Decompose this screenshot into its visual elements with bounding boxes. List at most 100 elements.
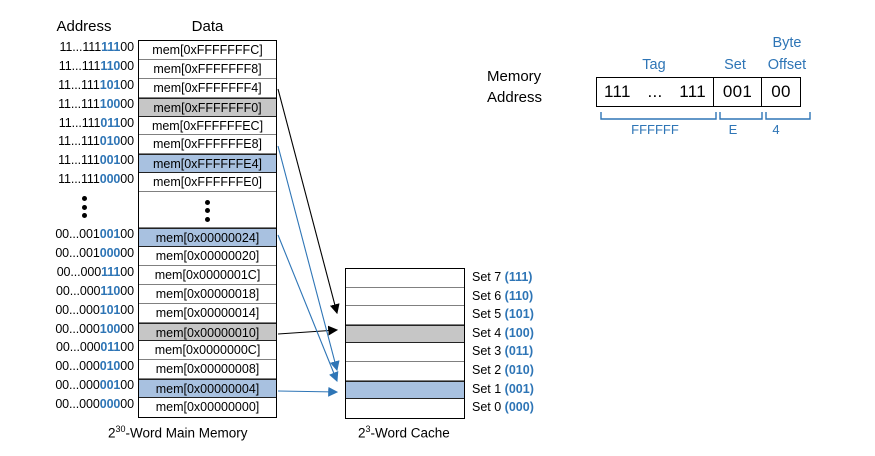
cache-caption: 23-Word Cache: [358, 424, 450, 441]
arrow-00000024-to-set1: [277, 234, 339, 383]
address-offset-bits: 00: [120, 264, 134, 279]
address-label: 11...11110000: [34, 95, 134, 114]
memory-address-bit-box: 111 ... 111 001 00: [596, 77, 801, 107]
address-tag-bits: 00...000: [55, 359, 100, 374]
memory-address-label: Memory Address: [487, 66, 542, 108]
cache-set-row: [346, 269, 464, 288]
address-set-bits: 100: [99, 96, 121, 111]
memory-address-label-line1: Memory: [487, 68, 542, 85]
address-tag-bits: 11...111: [58, 153, 100, 168]
tag-field-header: Tag: [642, 57, 666, 73]
cache-set-label: Set 7 (111): [472, 268, 534, 287]
address-label: 11...11101000: [34, 132, 134, 151]
memory-cell: mem[0xFFFFFFEC]: [139, 116, 276, 136]
memory-address-label-line2: Address: [487, 89, 543, 106]
set-bits-field: 001: [713, 78, 761, 106]
address-offset-bits: 00: [120, 302, 134, 317]
tag-bits-right: 111: [679, 82, 706, 101]
address-offset-bits: 00: [120, 172, 134, 187]
memory-cell: mem[0xFFFFFFFC]: [139, 41, 276, 60]
address-column-header: Address: [56, 18, 112, 35]
address-tag-bits: 00...000: [56, 340, 101, 355]
cache-set-name: Set 5: [472, 307, 505, 322]
cache-set-binary: (111): [504, 270, 533, 284]
address-label: 11...11110100: [34, 76, 134, 95]
cache-table: [345, 268, 465, 419]
address-set-bits: 110: [100, 283, 121, 298]
address-offset-bits: 00: [120, 340, 134, 355]
address-set-bits: 001: [99, 153, 121, 168]
cache-set-label: Set 3 (011): [472, 342, 534, 361]
byte-field-header: Byte: [772, 35, 802, 51]
memory-cell: mem[0x00000020]: [139, 247, 276, 266]
cache-set-label: Set 2 (010): [472, 361, 534, 380]
address-offset-bits: 00: [120, 359, 134, 374]
set-hex-value: E: [728, 122, 738, 137]
cache-set-binary: (000): [504, 400, 534, 415]
address-offset-bits: 00: [120, 378, 134, 393]
memory-cell: mem[0xFFFFFFE4]: [139, 154, 276, 174]
arrow-fffffff0-to-set4: [277, 88, 340, 315]
address-label: 00...00000000: [34, 395, 134, 414]
cache-caption-exponent: 3: [365, 424, 371, 434]
address-label: 00...00100100: [34, 225, 134, 244]
address-tag-bits: 00...000: [55, 378, 100, 393]
address-label: 00...00010100: [34, 301, 134, 320]
address-label: 00...00011100: [34, 263, 134, 282]
cache-set-name: Set 1: [472, 381, 505, 396]
address-set-bits: 100: [99, 321, 121, 336]
cache-set-row: [346, 306, 464, 325]
cache-set-row: [346, 343, 464, 362]
set-brace: [719, 112, 763, 120]
arrow-00000010-to-set4: [277, 325, 339, 336]
cache-set-labels: Set 7 (111)Set 6 (110)Set 5 (101)Set 4 (…: [472, 268, 534, 417]
cache-set-row: [346, 399, 464, 418]
address-label: 00...00001100: [34, 338, 134, 357]
address-label: 11...11111100: [34, 38, 134, 57]
address-set-bits: 010: [99, 359, 121, 374]
memory-cell: mem[0x00000010]: [139, 322, 276, 342]
arrow-00000004-to-set1: [277, 386, 339, 397]
address-set-bits: 110: [100, 58, 121, 73]
address-set-bits: 000: [99, 172, 121, 187]
memory-cell: mem[0x00000004]: [139, 379, 276, 399]
main-memory-caption-exponent: 30: [115, 424, 126, 434]
address-offset-bits: 00: [120, 397, 134, 412]
memory-cell: mem[0x00000008]: [139, 360, 276, 380]
address-tag-bits: 11...111: [59, 40, 102, 54]
cache-set-row: [346, 287, 464, 307]
address-tag-bits: 11...111: [58, 58, 101, 73]
address-offset-bits: 00: [120, 40, 134, 54]
memory-cell: mem[0x0000001C]: [139, 265, 276, 285]
address-tag-bits: 00...000: [55, 397, 100, 412]
address-tag-bits: 00...000: [56, 264, 102, 279]
memory-ellipsis-dots-icon: [205, 196, 210, 225]
tag-bits-left: 111: [604, 82, 631, 101]
cache-set-name: Set 4: [472, 325, 505, 340]
offset-bits-field: 00: [761, 78, 800, 106]
cache-set-name: Set 3: [472, 344, 505, 359]
cache-set-label: Set 6 (110): [472, 287, 534, 306]
address-set-bits: 010: [99, 134, 121, 149]
cache-set-name: Set 6: [472, 288, 505, 303]
cache-set-row: [346, 361, 464, 381]
address-tag-bits: 00...000: [55, 321, 100, 336]
cache-set-name: Set 7: [472, 270, 505, 284]
cache-set-binary: (101): [504, 307, 534, 322]
address-offset-bits: 00: [120, 283, 134, 298]
address-label: 11...11100100: [34, 151, 134, 170]
address-offset-bits: 00: [120, 134, 134, 149]
address-set-bits: 001: [99, 378, 121, 393]
address-set-bits: 111: [101, 40, 121, 54]
address-offset-bits: 00: [120, 115, 134, 130]
memory-ellipsis-row: [139, 192, 276, 229]
memory-cell: mem[0xFFFFFFF4]: [139, 78, 276, 98]
memory-cell: mem[0x00000018]: [139, 284, 276, 304]
cache-set-row: [346, 380, 464, 400]
address-label: 11...11101100: [34, 114, 134, 133]
address-offset-bits: 00: [120, 96, 134, 111]
cache-set-row: [346, 324, 464, 344]
main-memory-caption: 230-Word Main Memory: [108, 424, 248, 441]
address-label: 00...00011000: [34, 282, 134, 301]
